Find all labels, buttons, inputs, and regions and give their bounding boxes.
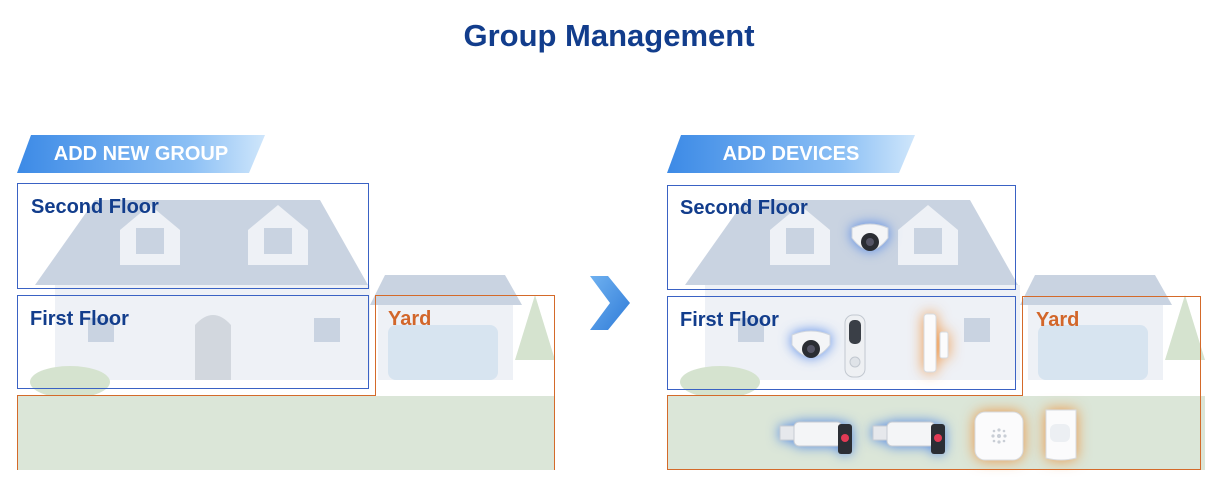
zone-label-second-floor: Second Floor [31,196,159,218]
zone-yard-mid-edge [667,395,1023,396]
zone-yard-outline [17,295,555,470]
dome-camera-icon[interactable] [788,325,834,369]
house-illustration [18,200,555,470]
zone-label-yard: Yard [1036,309,1080,331]
bullet-camera-icon[interactable] [871,412,951,460]
zone-label-yard: Yard [388,308,432,330]
motion-detector-icon[interactable] [1042,406,1080,464]
zone-yard-top-edge [375,295,555,296]
chevron-right-icon [590,276,630,330]
zone-yard-right-edge [1200,296,1201,470]
add-group-panel: ADD NEW GROUP Second Floor First Floor Y… [0,130,560,480]
zone-yard-left-edge [667,395,668,470]
add-new-group-button[interactable]: ADD NEW GROUP [17,135,265,173]
zone-second-floor[interactable] [17,183,369,289]
add-devices-button[interactable]: ADD DEVICES [667,135,915,173]
page-title: Group Management [463,18,755,53]
zone-yard-mid-edge [17,395,376,396]
zone-first-floor[interactable] [667,296,1016,390]
zone-yard-bottom-edge [667,469,1201,470]
zone-yard-left-edge [17,395,18,470]
dome-camera-icon[interactable] [848,218,892,262]
zone-second-floor[interactable] [667,185,1016,290]
siren-icon[interactable] [973,410,1025,462]
zone-first-floor[interactable] [17,295,369,389]
bullet-camera-icon[interactable] [778,412,858,460]
zone-label-first-floor: First Floor [30,308,129,330]
zone-yard-inner-edge [375,295,376,396]
zone-yard-top-edge [1022,296,1201,297]
zone-label-first-floor: First Floor [680,309,779,331]
add-devices-panel: ADD DEVICES Second Floor First Floor Yar… [650,130,1210,480]
door-sensor-icon[interactable] [920,312,954,374]
zone-yard-inner-edge [1022,296,1023,396]
zone-label-second-floor: Second Floor [680,197,808,219]
doorbell-icon[interactable] [844,314,866,378]
